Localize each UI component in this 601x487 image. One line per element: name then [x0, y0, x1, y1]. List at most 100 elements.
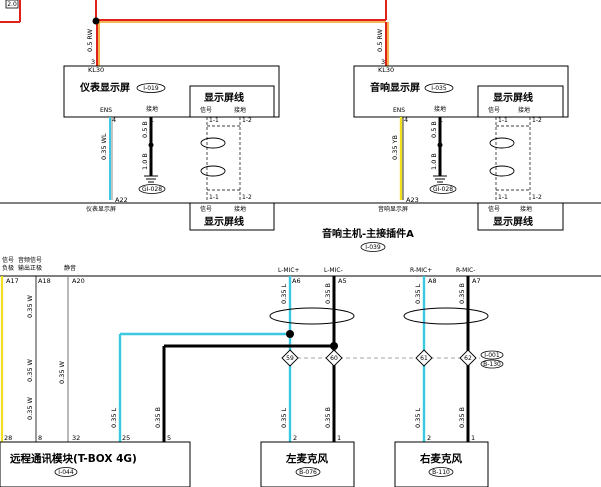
host-col1-line1: 信号 [2, 256, 14, 264]
wire-l-mic-plus-bottom: 0.35 L [280, 407, 288, 428]
instrument-pin-bottom-1: 1-1 [209, 194, 219, 201]
l-mic-minus: L-MIC- [324, 267, 343, 274]
splice-61: 61 [415, 349, 433, 367]
right-mic-name: 右麦克风 [419, 452, 462, 465]
lower-left-ground: 接地 [234, 205, 246, 213]
host-unit-connector: I-039 [365, 244, 381, 251]
audio-pin-bottom-2: 1-2 [532, 194, 542, 201]
tbox-pin-5: 5 [167, 434, 171, 442]
host-pin-a6: A6 [292, 277, 301, 285]
r-mic-minus: R-MIC- [456, 267, 475, 274]
wire-r-mic-plus-bottom: 0.35 L [414, 407, 422, 428]
instrument-host-pin-label: 仪表显示屏 [86, 205, 116, 213]
wire-r-mic-plus-top: 0.35 L [414, 283, 422, 304]
instrument-signal-wire: 0.35 WL A22 [100, 117, 128, 204]
instrument-ground-wire-top: 0.5 B [141, 121, 149, 138]
kl30-splice-dot [92, 17, 100, 25]
l-mic-plus: L-MIC+ [278, 267, 300, 274]
mic-wiring: 59 60 61 62 I-001 B-130 0.35 L 0.35 B 0.… [110, 276, 504, 442]
instrument-display-name: 仪表显示屏 [79, 81, 130, 94]
wire-tbox-5: 0.35 B [154, 407, 162, 428]
instrument-pin-top-2: 1-2 [242, 117, 252, 124]
host-row: 信号 负极 音频信号 输出正极 静音 A17 A18 A20 L-MIC+ L-… [0, 256, 601, 285]
left-mic-connector: B-076 [299, 469, 317, 476]
instrument-display-module: 仪表显示屏 I-019 ENS 接地 4 1 显示屏线 信号 接地 [63, 65, 280, 124]
host-col2-line2: 输出正极 [18, 264, 42, 272]
instrument-shield-title: 显示屏线 [204, 91, 244, 104]
kl30-label-1: KL30 [88, 66, 104, 74]
audio-pin-bottom-1: 1-1 [498, 194, 508, 201]
wire-tbox-25: 0.35 L [110, 407, 118, 428]
tbox-pin-32: 32 [72, 434, 80, 442]
instrument-signal-wire-label: 0.35 WL [100, 133, 108, 160]
wire-r-mic-minus-bottom: 0.35 B [458, 407, 466, 428]
instrument-shield-pair: 1-1 1-2 1-1 1-2 [200, 117, 252, 201]
audio-pin-top-2: 1-2 [532, 117, 542, 124]
host-pin-a20: A20 [72, 277, 85, 285]
right-mic-pin-2: 2 [427, 434, 431, 442]
host-unit-title: 音响主机-主接插件A I-039 [322, 227, 414, 252]
splice-61-label: 61 [420, 355, 428, 362]
audio-ground-wire: 0.5 B 1.0 B GI-028 [429, 117, 457, 194]
r-mic-plus: R-MIC+ [410, 267, 432, 274]
audio-ground-label: 接地 [434, 105, 446, 113]
tbox-wire-a18-mid: 0.35 W [26, 358, 34, 382]
tbox-module: 28 8 32 25 5 远程通讯模块(T-BOX 4G) I-044 [0, 434, 191, 487]
lower-left-title: 显示屏线 [204, 215, 244, 228]
left-mic-name: 左麦克风 [285, 452, 328, 465]
right-mic-connector: B-110 [432, 469, 450, 476]
tbox-wire-a18-top: 0.35 W [26, 294, 34, 318]
splice-59-label: 59 [286, 355, 294, 362]
host-col1-line2: 负极 [2, 264, 14, 272]
wire-l-mic-minus-bottom: 0.35 B [324, 407, 332, 428]
audio-signal-wire: 0.35 YB A23 [391, 117, 419, 204]
wire-r-mic-minus-top: 0.35 B [458, 283, 466, 304]
host-unit-top-edge: 仪表显示屏 音响显示屏 [0, 202, 601, 213]
splice-59: 59 [281, 349, 299, 367]
audio-display-name: 音响显示屏 [370, 81, 420, 94]
instrument-pin-top-1: 1-1 [209, 117, 219, 124]
audio-shield-pair: 1-1 1-2 1-1 1-2 [489, 117, 542, 201]
splice-62: 62 [459, 349, 477, 367]
tbox-connector: I-044 [58, 469, 74, 476]
audio-display-connector: I-035 [431, 85, 447, 92]
audio-shield-title: 显示屏线 [493, 91, 533, 104]
lower-right-title: 显示屏线 [493, 215, 533, 228]
splice-62-label: 62 [464, 355, 472, 362]
instrument-ground-label: 接地 [146, 105, 158, 113]
wire-l-mic-plus-top: 0.35 L [280, 283, 288, 304]
lower-shield-box-left: 信号 接地 显示屏线 [189, 202, 275, 231]
tbox-pin-25: 25 [122, 434, 130, 442]
wire-label-05rw-1: 0.5 RW [86, 28, 94, 52]
left-mic-pin-2: 2 [293, 434, 297, 442]
instrument-ens-label: ENS [100, 107, 112, 114]
audio-host-pin-label: 音响显示屏 [378, 205, 408, 213]
wire-label-05rw-2: 0.5 RW [376, 28, 384, 52]
tbox-pin-8: 8 [38, 434, 42, 442]
tbox-wire-a20: 0.35 W [58, 360, 66, 384]
wire-l-mic-minus-top: 0.35 B [324, 283, 332, 304]
top-left-label: 2.0 [7, 1, 17, 8]
host-col2-line1: 音频信号 [18, 256, 42, 264]
splice-60: 60 [325, 349, 343, 367]
instrument-shield-ground: 接地 [234, 106, 246, 114]
splice-60-label: 60 [330, 355, 338, 362]
instrument-host-pin: A22 [115, 196, 128, 204]
lower-right-signal: 信号 [488, 205, 500, 213]
instrument-ground-point: GI-028 [142, 186, 162, 193]
tbox-left-wires: 0.35 W 0.35 W 0.35 W 0.35 W [0, 276, 69, 442]
kl30-pin-1: 3 [91, 58, 95, 66]
lower-shield-box-right: 信号 接地 显示屏线 [477, 202, 564, 231]
audio-ens-pin: 4 [404, 116, 408, 124]
splice-connector-2: B-130 [483, 361, 501, 368]
host-pin-a8: A8 [428, 277, 437, 285]
host-unit-name: 音响主机-主接插件A [322, 227, 414, 240]
right-mic-pin-1: 1 [471, 434, 475, 442]
top-left-fragment: 2.0 [0, 0, 21, 23]
tbox-pin-28: 28 [4, 434, 12, 442]
splice-connector-1: I-001 [484, 352, 500, 359]
audio-display-module: 音响显示屏 I-035 ENS 接地 4 1 显示屏线 信号 接地 [353, 65, 569, 124]
kl30-pin-2: 3 [381, 58, 385, 66]
kl30-feed: 0.5 RW 0.5 RW 3 KL30 3 KL30 [86, 0, 394, 74]
tbox-name: 远程通讯模块(T-BOX 4G) [10, 452, 137, 465]
